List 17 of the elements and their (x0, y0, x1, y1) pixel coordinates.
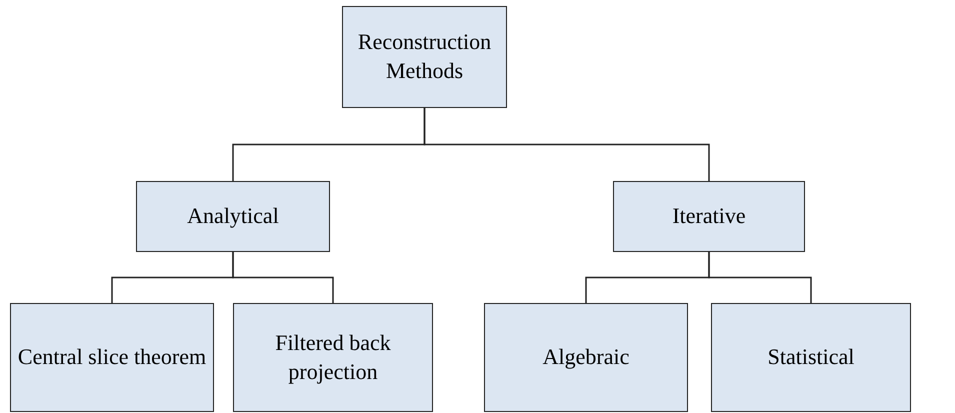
process-box (342, 6, 507, 108)
process-box (233, 303, 433, 412)
process-box (484, 303, 688, 412)
process-box (711, 303, 911, 412)
node-label: Algebraic (542, 343, 630, 372)
connector-line (232, 252, 334, 303)
node-label: Iterative (671, 202, 747, 230)
connector-line (708, 252, 812, 303)
node-label: Analytical (186, 202, 280, 230)
node-label: Reconstruction Methods (356, 28, 492, 85)
node-label: Filtered back projection (274, 328, 392, 386)
node-label: Central slice theorem (16, 343, 208, 372)
process-box (613, 181, 805, 252)
connector-line (424, 108, 710, 181)
node-label: Statistical (766, 343, 856, 372)
process-box (136, 181, 330, 252)
process-box (10, 303, 214, 412)
